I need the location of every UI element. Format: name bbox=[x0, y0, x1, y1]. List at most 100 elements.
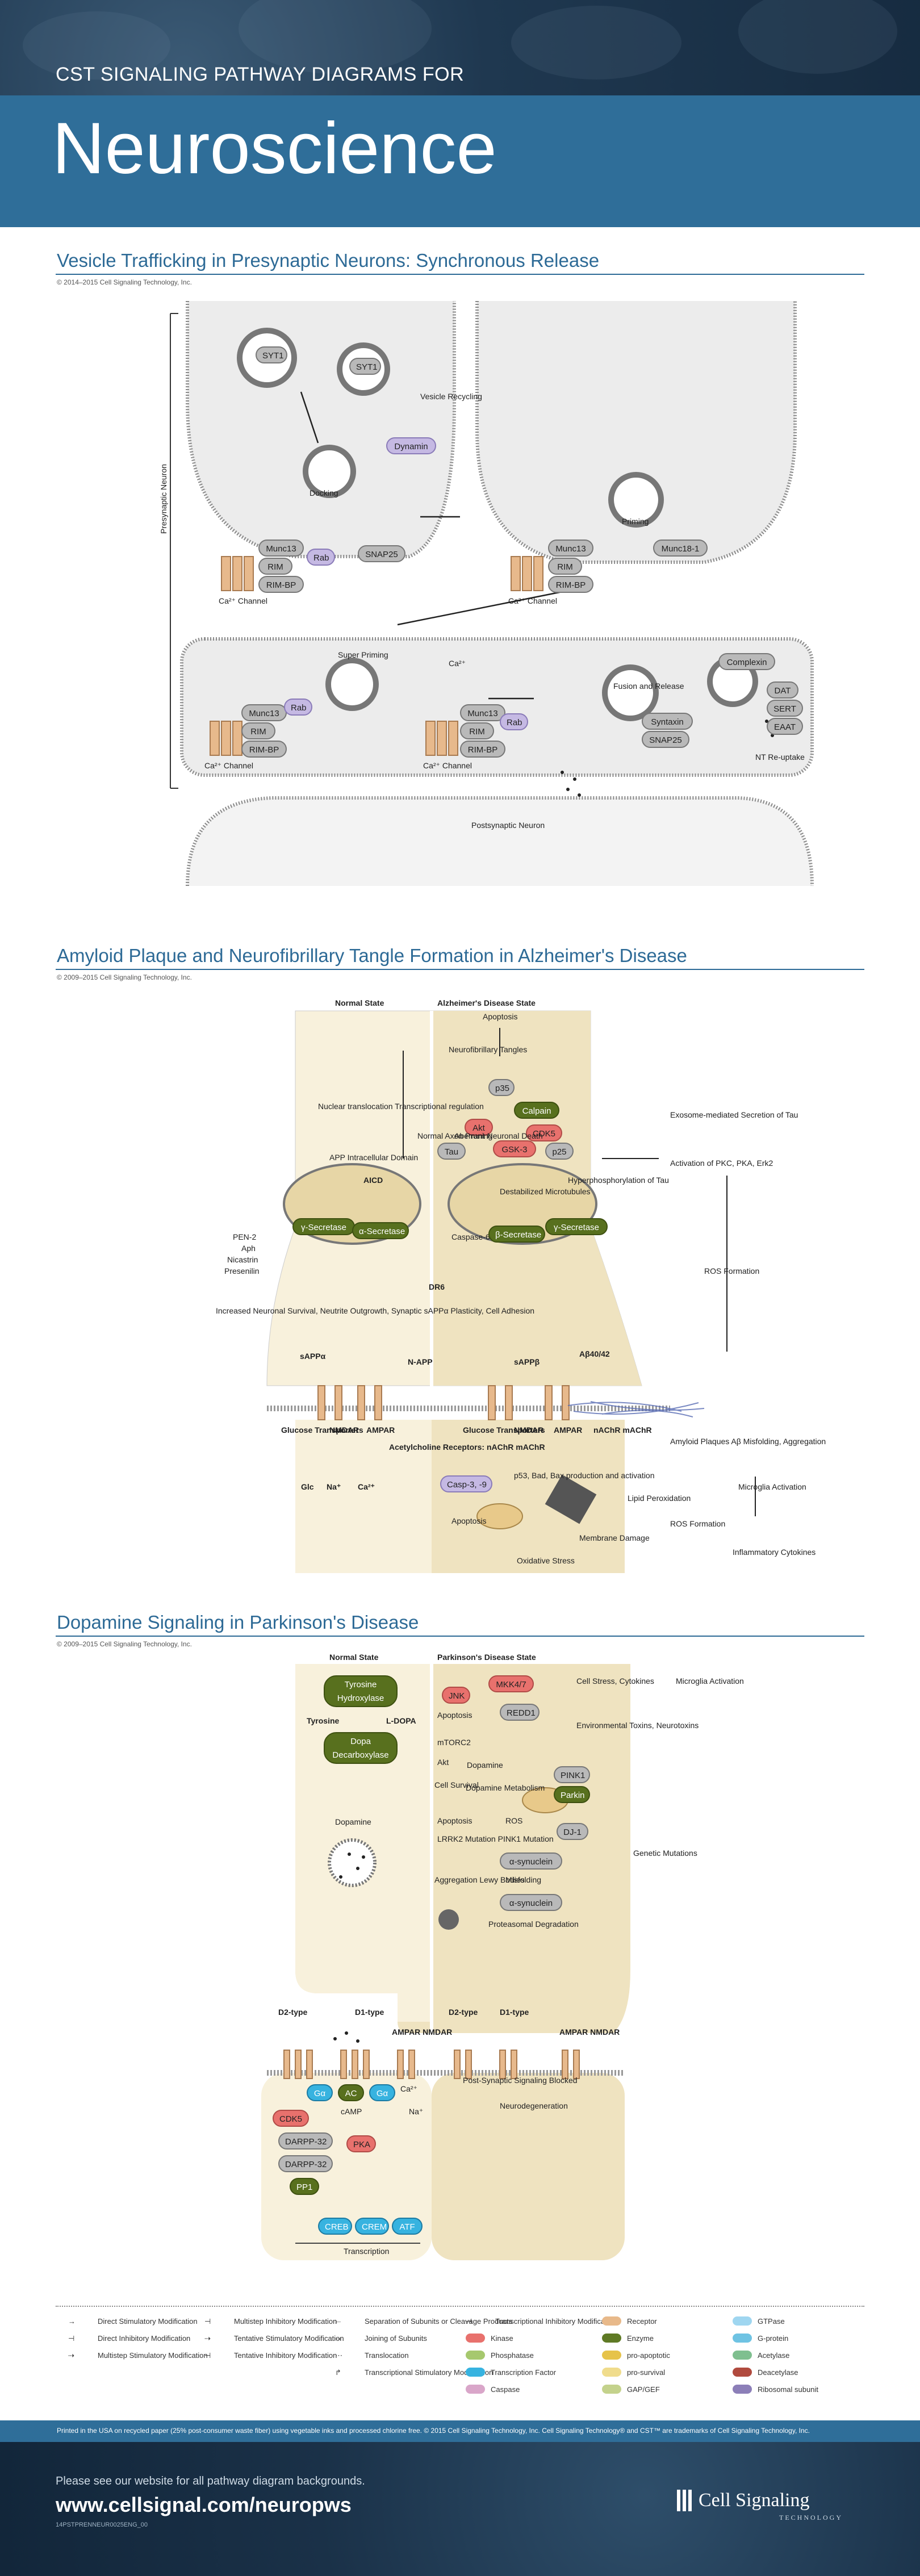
label-na: Na⁺ bbox=[409, 2107, 424, 2116]
label-app-domain: APP Intracellular Domain bbox=[329, 1153, 419, 1162]
protein-munc13-4: Munc13 bbox=[460, 704, 505, 721]
label-apoptosis-2: Apoptosis bbox=[451, 1516, 487, 1525]
protein-pink1: PINK1 bbox=[554, 1766, 590, 1783]
brand-subtitle: TECHNOLOGY bbox=[779, 2514, 843, 2521]
protein-syt1-2: SYT1 bbox=[349, 358, 381, 375]
protein-rim-bp-3: RIM-BP bbox=[241, 741, 287, 758]
label-nachr: nAChR mAChR bbox=[593, 1425, 652, 1435]
label-inflammatory: Inflammatory Cytokines bbox=[733, 1548, 816, 1557]
gtpase-swatch bbox=[733, 2316, 752, 2326]
protein-snap25: SNAP25 bbox=[358, 545, 405, 562]
texture-blob bbox=[738, 0, 897, 74]
protein-munc18: Munc18-1 bbox=[653, 540, 708, 557]
label-dopamine: Dopamine bbox=[335, 1817, 371, 1826]
label-genetic: Genetic Mutations bbox=[633, 1849, 697, 1858]
protein-cdk5: CDK5 bbox=[526, 1124, 562, 1141]
protein-rim-4: RIM bbox=[460, 722, 494, 739]
legend-item: pro-apoptotic bbox=[602, 2347, 670, 2364]
joining-icon: ⤙ bbox=[335, 2334, 341, 2343]
label-mtorc2: mTORC2 bbox=[437, 1738, 471, 1747]
label-ca-channel-2: Ca²⁺ Channel bbox=[508, 596, 557, 605]
title-band bbox=[0, 95, 920, 227]
protein-gi: Gα bbox=[307, 2084, 333, 2101]
protein-munc13-2: Munc13 bbox=[548, 540, 593, 557]
protein-akt: Akt bbox=[465, 1119, 493, 1136]
separation-icon: ⤚ bbox=[335, 2317, 341, 2326]
label-priming: Priming bbox=[622, 517, 649, 526]
transcription-inhibit-icon: ⊣ bbox=[466, 2317, 472, 2326]
label-misfold: Misfolding bbox=[505, 1875, 542, 1884]
legend-item: G-protein bbox=[733, 2330, 818, 2347]
label-microglia: Microglia Activation bbox=[676, 1676, 744, 1686]
legend-col-3: ⤚Separation of Subunits or Cleavage Prod… bbox=[335, 2312, 512, 2381]
label-d2-2: D2-type bbox=[449, 2008, 478, 2017]
protein-rim-bp: RIM-BP bbox=[258, 576, 304, 593]
protein-syn: α-synuclein bbox=[500, 1852, 562, 1870]
receptor-swatch bbox=[602, 2316, 621, 2326]
legend-item: ⊣Tentative Inhibitory Modification bbox=[204, 2351, 337, 2360]
protein-jnk: JNK bbox=[442, 1687, 470, 1704]
section-title-parkinsons: Dopamine Signaling in Parkinson's Diseas… bbox=[57, 1612, 419, 1633]
legend-item: Deacetylase bbox=[733, 2364, 818, 2381]
protein-darpp32-2: DARPP-32 bbox=[278, 2155, 333, 2172]
tentative-arrow-icon: ⇢ bbox=[204, 2334, 211, 2343]
protein-mkk47: MKK4/7 bbox=[488, 1675, 534, 1692]
label-ldopa: L-DOPA bbox=[386, 1716, 416, 1725]
section-title-vesicle: Vesicle Trafficking in Presynaptic Neuro… bbox=[57, 250, 600, 271]
legend-item: Kinase bbox=[466, 2330, 617, 2347]
label-d1-2: D1-type bbox=[500, 2008, 529, 2017]
label-ca: Ca²⁺ bbox=[358, 1482, 375, 1491]
page-title: Neuroscience bbox=[52, 108, 497, 189]
legend-item: Transcription Factor bbox=[466, 2364, 617, 2381]
proapop-swatch bbox=[602, 2351, 621, 2360]
legend-item: ↱Transcriptional Stimulatory Modificatio… bbox=[335, 2368, 494, 2377]
protein-pp1: PP1 bbox=[290, 2178, 319, 2195]
label-hyper: Hyperphosphorylation of Tau bbox=[568, 1176, 669, 1185]
label-normal-state: Normal State bbox=[335, 998, 384, 1007]
label-pkc: Activation of PKC, PKA, Erk2 bbox=[670, 1159, 773, 1168]
protein-gamma-secretase: γ-Secretase bbox=[292, 1218, 355, 1235]
protein-gs: Gα bbox=[369, 2084, 395, 2101]
label-nmdar-2: NMDAR bbox=[514, 1425, 544, 1435]
legend: →Direct Stimulatory Modification ⊣Direct… bbox=[0, 2306, 920, 2402]
section-copyright: © 2014–2015 Cell Signaling Technology, I… bbox=[57, 278, 192, 286]
section-rule bbox=[56, 969, 864, 970]
label-na: Na⁺ bbox=[327, 1482, 341, 1491]
section-rule bbox=[56, 274, 864, 275]
protein-parkin: Parkin bbox=[554, 1786, 590, 1803]
protein-rab-3: Rab bbox=[500, 713, 528, 730]
label-napp: N-APP bbox=[408, 1357, 433, 1366]
caspase-swatch bbox=[466, 2385, 485, 2394]
vesicle-diagram-svg bbox=[170, 301, 814, 886]
label-ca-channel-4: Ca²⁺ Channel bbox=[423, 761, 472, 770]
label-survival: Cell Survival bbox=[434, 1780, 479, 1789]
legend-item: GTPase bbox=[733, 2312, 818, 2330]
alzheimers-diagram-svg bbox=[266, 1010, 756, 1579]
enzyme-swatch bbox=[602, 2334, 621, 2343]
protein-snap25-2: SNAP25 bbox=[642, 731, 689, 748]
label-membrane: Membrane Damage bbox=[579, 1533, 650, 1542]
label-ampar-2: AMPAR bbox=[554, 1425, 583, 1435]
legend-item: ⤙Joining of Subunits bbox=[335, 2334, 427, 2343]
legend-col-6: GTPase G-protein Acetylase Deacetylase R… bbox=[733, 2312, 818, 2398]
protein-munc13-3: Munc13 bbox=[241, 704, 287, 721]
label-ros2: ROS Formation bbox=[670, 1519, 726, 1528]
protein-pka: PKA bbox=[346, 2135, 376, 2152]
label-ca: Ca²⁺ bbox=[400, 2084, 417, 2093]
legend-item: ⊣Transcriptional Inhibitory Modification bbox=[466, 2316, 617, 2326]
texture-blob bbox=[239, 0, 432, 74]
protein-tau: Tau bbox=[437, 1143, 466, 1160]
label-ca-channel-1: Ca²⁺ Channel bbox=[219, 596, 267, 605]
label-camp: cAMP bbox=[341, 2107, 362, 2116]
protein-creb: CREB bbox=[318, 2218, 352, 2235]
protein-munc13: Munc13 bbox=[258, 540, 304, 557]
acetylase-swatch bbox=[733, 2351, 752, 2360]
protein-rab-2: Rab bbox=[284, 699, 312, 716]
label-blocked: Post-Synaptic Signaling Blocked bbox=[463, 2076, 578, 2085]
legend-item: →Direct Stimulatory Modification bbox=[68, 2316, 198, 2326]
label-nmdar: NMDAR bbox=[329, 1425, 359, 1435]
footer-note-bar: Printed in the USA on recycled paper (25… bbox=[0, 2420, 920, 2442]
protein-crem: CREM bbox=[355, 2218, 389, 2235]
protein-beta-secretase: β-Secretase bbox=[488, 1226, 545, 1243]
footer-url-link[interactable]: www.cellsignal.com/neuropws bbox=[56, 2493, 352, 2516]
